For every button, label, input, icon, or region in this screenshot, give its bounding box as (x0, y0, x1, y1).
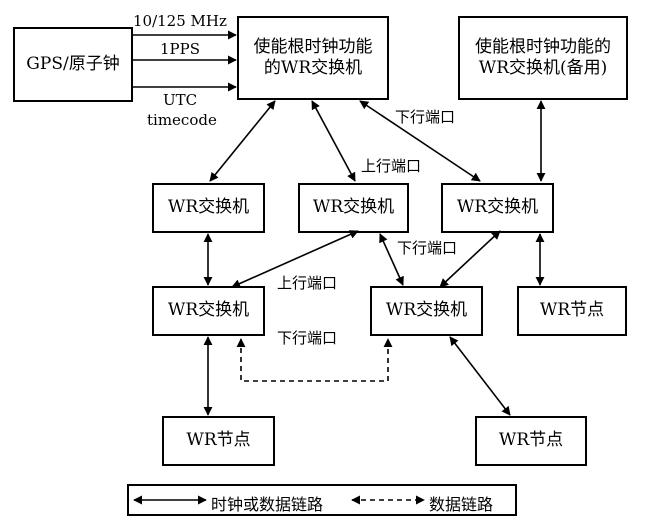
link-sw-right-lower-mid (439, 230, 501, 288)
link-lower-mid-node-bottom-right (449, 336, 511, 416)
wr-switch-left: WR交换机 (152, 183, 265, 233)
link-sw-mid-lower-mid (379, 233, 404, 286)
wr-switch-lower-left-label: WR交换机 (167, 300, 250, 321)
port-label-up-mid: 上行端口 (361, 157, 422, 175)
backup-root-wr-switch-line2: WR交换机(备用) (478, 58, 608, 78)
backup-root-wr-switch-line1: 使能根时钟功能的 (475, 36, 611, 57)
root-wr-switch: 使能根时钟功能 的WR交换机 (237, 16, 389, 100)
legend-solid-label: 时钟或数据链路 (211, 495, 324, 514)
wr-switch-right: WR交换机 (441, 183, 554, 233)
wr-switch-mid: WR交换机 (298, 183, 409, 233)
port-label-down-root: 下行端口 (395, 108, 456, 126)
wr-switch-lower-mid: WR交换机 (370, 286, 483, 336)
root-wr-switch-line2: 的WR交换机 (263, 58, 363, 78)
backup-root-wr-switch: 使能根时钟功能的 WR交换机(备用) (458, 16, 628, 100)
link-sw-mid-lower-left (231, 230, 359, 288)
gps-atomic-clock-label: GPS/原子钟 (26, 53, 120, 74)
port-label-up-lower-left: 上行端口 (277, 274, 338, 292)
freq-signal-label: 10/125 MHz (133, 12, 227, 30)
pps-signal-label: 1PPS (160, 40, 201, 58)
link-root-sw-left (209, 100, 276, 182)
wr-switch-lower-mid-label: WR交换机 (385, 300, 468, 321)
utc-signal-label-line1: UTC (163, 91, 198, 109)
wr-node-bottom-right: WR节点 (475, 416, 587, 466)
legend-dashed-label: 数据链路 (429, 495, 494, 514)
wr-node-right-label: WR节点 (539, 300, 605, 321)
port-label-down-lower-left: 下行端口 (277, 329, 338, 347)
dashed-data-link (236, 338, 393, 382)
wr-switch-right-label: WR交换机 (456, 197, 539, 218)
wr-node-bottom-right-label: WR节点 (498, 430, 564, 451)
root-wr-switch-line1: 使能根时钟功能 (253, 36, 373, 57)
link-root-sw-right (359, 100, 481, 182)
link-root-sw-mid (311, 100, 356, 182)
wr-switch-lower-left: WR交换机 (152, 286, 265, 336)
port-label-down-mid: 下行端口 (397, 239, 458, 257)
utc-signal-label-line2: timecode (147, 111, 217, 129)
gps-atomic-clock: GPS/原子钟 (13, 27, 133, 102)
wr-switch-left-label: WR交换机 (167, 197, 250, 218)
wr-node-bottom-left: WR节点 (162, 416, 275, 466)
wr-node-right: WR节点 (517, 286, 627, 336)
wr-switch-mid-label: WR交换机 (312, 197, 395, 218)
wr-node-bottom-left-label: WR节点 (186, 430, 251, 451)
legend: 时钟或数据链路 数据链路 (127, 484, 517, 516)
